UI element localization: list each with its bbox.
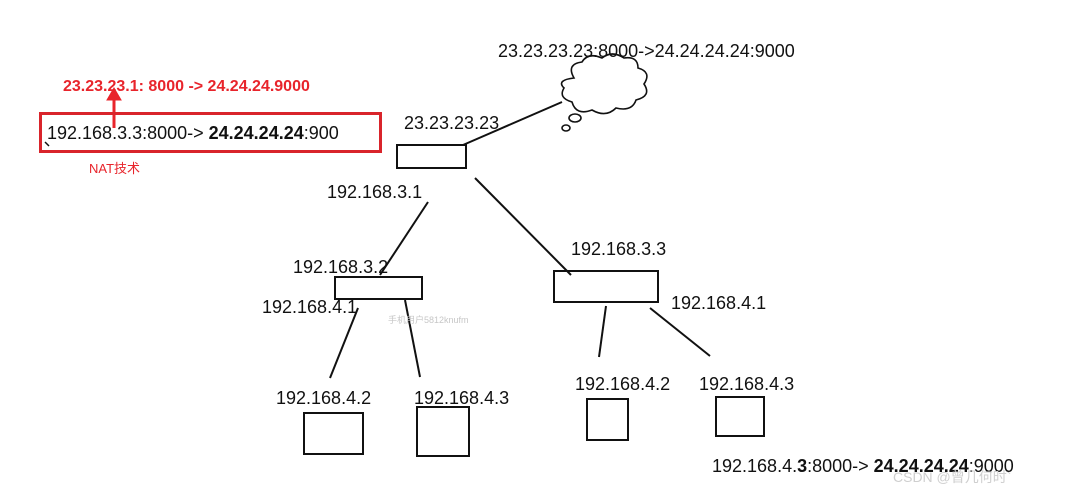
nat-tech-label: NAT技术 (89, 161, 141, 176)
bottom-note-suffix: :9000 (968, 456, 1014, 476)
leaf-3-box (586, 398, 629, 441)
leaf-2-ip-label: 192.168.4.3 (414, 388, 510, 408)
leaf-3-ip-label: 192.168.4.2 (575, 374, 671, 394)
cloud-icon (560, 53, 648, 132)
watermark: 手机用户5812knufm (388, 315, 469, 325)
leaf-1-box (303, 412, 364, 455)
root-ip-label: 23.23.23.23 (404, 113, 500, 133)
link-root-cloud (462, 101, 563, 146)
root-router-box (396, 144, 467, 169)
router-left-box (334, 276, 423, 300)
link-right-leaf4 (649, 307, 711, 357)
nat-mapping-label: 23.23.23.1: 8000 -> 24.24.24.9000 (63, 78, 310, 95)
bottom-note: 192.168.4.3:8000-> 24.24.24.24:9000 (712, 457, 1014, 475)
link-left-leaf1 (329, 307, 359, 379)
router-right-sub-ip-label: 192.168.4.1 (671, 293, 767, 313)
bottom-note-bold3: 3 (797, 456, 808, 476)
router-right-box (553, 270, 659, 303)
link-left-leaf2 (404, 299, 421, 378)
nat-box-suffix: :900 (303, 124, 339, 142)
nat-box-prefix: 192.168.3.3:8000-> (47, 124, 209, 142)
router-left-ip-label: 192.168.3.2 (293, 257, 389, 277)
nat-box-ip: 24.24.24.24 (208, 124, 304, 142)
bottom-note-prefix: 192.168.4. (712, 456, 798, 476)
csdn-credit: CSDN @曾几何时` (893, 469, 1012, 485)
bottom-note-mid: :8000-> (807, 456, 874, 476)
leaf-2-box (416, 406, 470, 457)
cloud-label: 23.23.23.23:8000->24.24.24.24:9000 (498, 41, 795, 61)
leaf-1-ip-label: 192.168.4.2 (276, 388, 372, 408)
link-root-left (379, 201, 429, 276)
link-right-leaf3 (598, 305, 607, 358)
router-right-ip-label: 192.168.3.3 (571, 239, 667, 259)
left-link-ip-label: 192.168.3.1 (327, 182, 423, 202)
bottom-note-ip: 24.24.24.24 (873, 456, 969, 476)
nat-box-text: 192.168.3.3:8000-> 24.24.24.24:900 (47, 124, 365, 142)
leaf-4-ip-label: 192.168.4.3 (699, 374, 795, 394)
router-left-sub-ip-label: 192.168.4.1 (262, 297, 358, 317)
link-root-right (474, 177, 572, 276)
nat-box (39, 112, 382, 153)
leaf-4-box (715, 396, 765, 437)
